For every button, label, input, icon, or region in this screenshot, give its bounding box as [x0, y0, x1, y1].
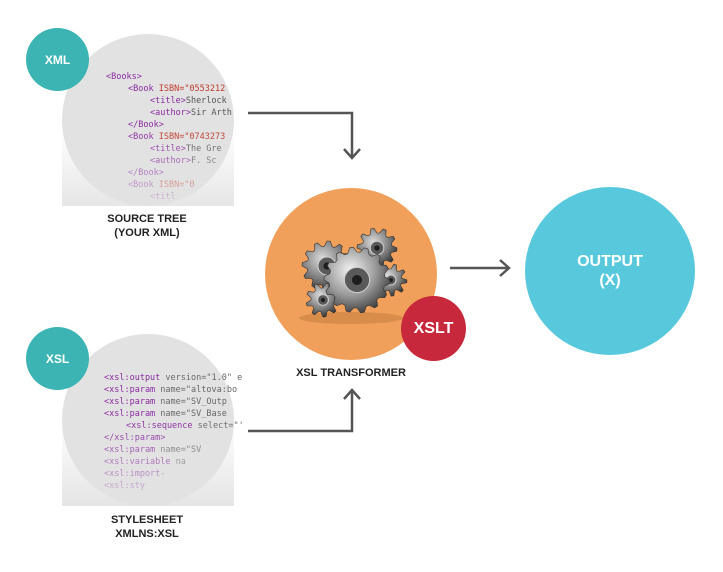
code-token: "' [233, 421, 244, 431]
source-tree-caption-line1: SOURCE TREE [107, 213, 187, 225]
gear-axle [320, 297, 326, 303]
source-tree-caption: SOURCE TREE (YOUR XML) [92, 212, 202, 240]
gears-icon [299, 227, 408, 324]
output-circle: OUTPUT (X) [525, 187, 695, 355]
arrow-right-icon [499, 259, 511, 277]
stylesheet-caption-line1: STYLESHEET [110, 514, 184, 526]
arrow-down-icon [343, 148, 361, 160]
stylesheet-caption-line2: XMLNS:XSL [115, 528, 179, 540]
output-sublabel: (X) [599, 272, 621, 289]
transformer-caption: XSL TRANSFORMER [296, 367, 406, 379]
xslt-badge: XSLT [401, 296, 466, 361]
stylesheet-caption: STYLESHEET XMLNS:XSL [92, 513, 202, 541]
gear-axle [351, 274, 363, 286]
xsl-badge: XSL [26, 327, 89, 390]
output-label: OUTPUT [577, 253, 643, 270]
arrow-up-icon [343, 388, 361, 400]
source-to-transformer-line [248, 111, 354, 156]
source-tree-caption-line2: (YOUR XML) [114, 227, 180, 239]
gear-axle [374, 245, 380, 251]
stylesheet-to-transformer-line [248, 392, 354, 433]
xml-badge: XML [26, 28, 89, 91]
